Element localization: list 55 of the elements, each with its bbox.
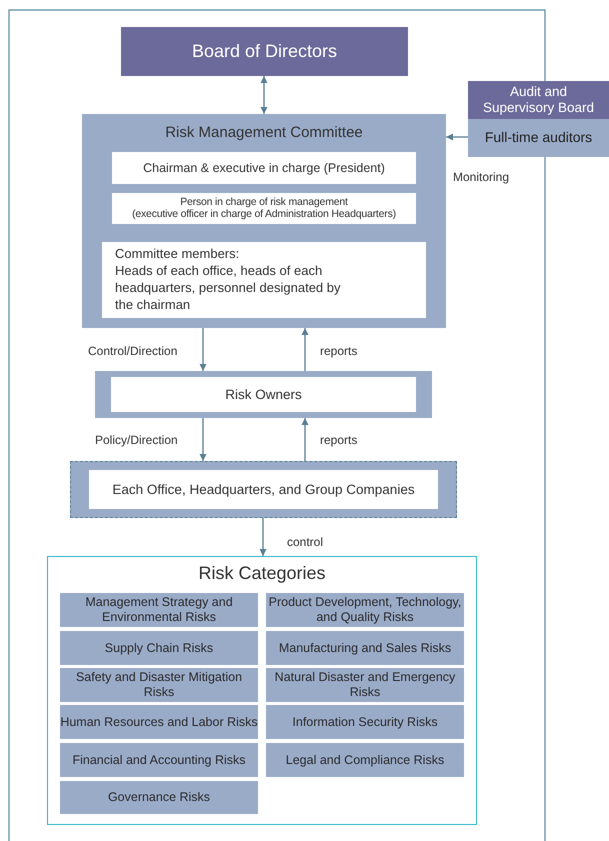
- edge-label: reports: [319, 433, 358, 447]
- category-label: Financial and Accounting Risks: [72, 752, 246, 768]
- arrow: [302, 328, 308, 371]
- arrow: [302, 418, 308, 461]
- committee-box: [82, 114, 446, 328]
- category-label: Information Security Risks: [292, 714, 438, 730]
- edge-label: Control/Direction: [87, 344, 178, 358]
- box-label: Full-time auditors: [484, 128, 594, 147]
- edge-label: reports: [319, 344, 358, 358]
- risk-category-box: [60, 743, 258, 777]
- organization-box: [70, 461, 457, 518]
- member-box: [112, 193, 416, 224]
- category-label: Manufacturing and Sales Risks: [278, 640, 452, 656]
- risk-category-box: [60, 781, 258, 814]
- arrow: [200, 418, 206, 461]
- risk-category-box: [266, 668, 464, 702]
- risk-category-box: [60, 705, 258, 739]
- category-label: Product Development, Technology, and Quality Risks: [268, 595, 462, 625]
- risk-categories-panel: [47, 556, 477, 825]
- category-label: Governance Risks: [108, 790, 210, 805]
- risk-category-box: [60, 593, 258, 627]
- member-box: [112, 152, 416, 184]
- audit-board-box: [468, 81, 609, 157]
- arrow: [200, 328, 206, 371]
- board-box: [121, 27, 408, 76]
- category-label: Supply Chain Risks: [104, 640, 214, 656]
- box-label: (executive officer in charge of Administration Headquarters): [131, 208, 397, 220]
- category-label: Safety and Disaster Mitigation Risks: [74, 670, 244, 700]
- category-label: Natural Disaster and Emergency Risks: [274, 670, 456, 700]
- member-box: [102, 242, 426, 318]
- edge-label: control: [286, 535, 324, 549]
- edge-label: Monitoring: [452, 170, 510, 184]
- box-label: Each Office, Headquarters, and Group Companies: [89, 470, 438, 509]
- box-label: Heads of each office, heads of each headquarters, personnel designated by the chairman: [115, 262, 342, 313]
- risk-category-box: [266, 743, 464, 777]
- box-label: Risk Owners: [111, 377, 416, 412]
- category-label: Management Strategy and Environmental Risks: [84, 595, 234, 625]
- box-title: Board of Directors: [192, 41, 338, 62]
- panel-title: Risk Categories: [197, 562, 327, 584]
- risk-category-box: [266, 631, 464, 665]
- arrow: [260, 76, 268, 114]
- arrow: [446, 134, 468, 140]
- risk-category-box: [60, 668, 258, 702]
- category-label: Legal and Compliance Risks: [286, 752, 444, 768]
- box-label: Chairman & executive in charge (President): [143, 161, 385, 175]
- risk-category-box: [60, 631, 258, 665]
- box-label: Committee members:: [115, 245, 240, 262]
- box-label: Person in charge of risk management: [179, 196, 349, 208]
- box-title: Risk Management Committee: [164, 123, 364, 141]
- risk-owners-box: [95, 371, 432, 418]
- edge-label: Policy/Direction: [94, 433, 179, 447]
- board-title: Audit and Supervisory Board: [468, 81, 609, 119]
- arrow: [260, 518, 266, 556]
- category-label: Human Resources and Labor Risks: [60, 714, 258, 730]
- risk-category-box: [266, 705, 464, 739]
